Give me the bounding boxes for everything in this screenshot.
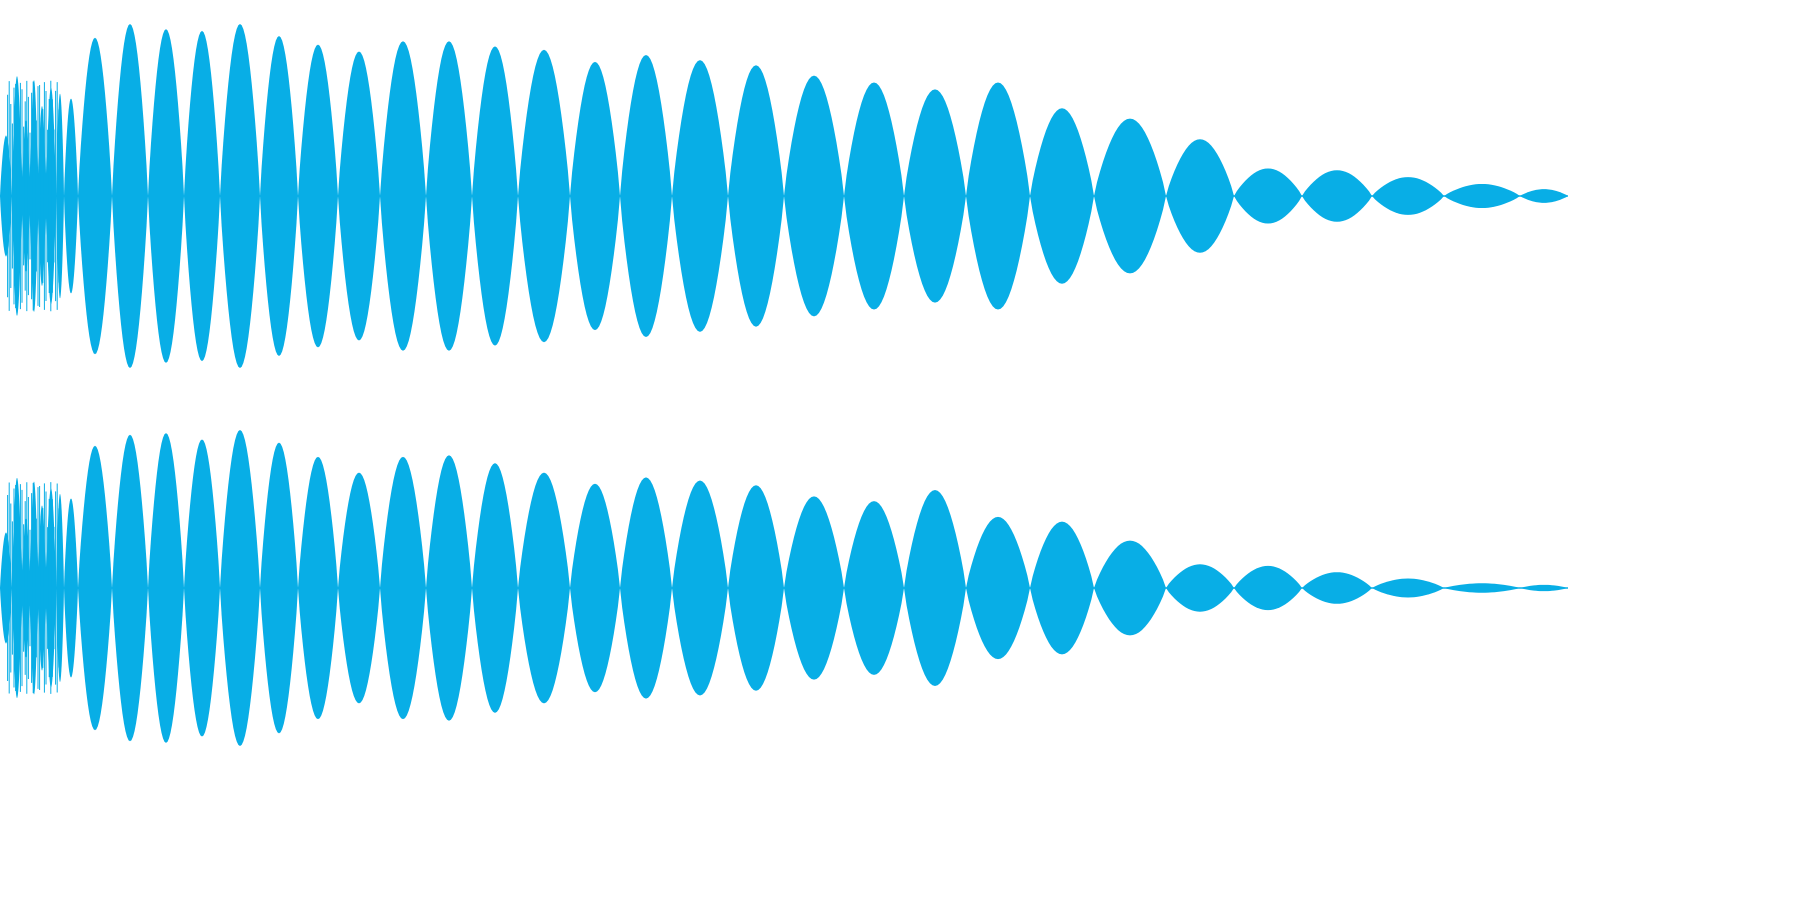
waveform-channel-2	[0, 430, 1568, 746]
audio-waveform	[0, 24, 1568, 746]
waveform-channel-1	[0, 24, 1568, 368]
